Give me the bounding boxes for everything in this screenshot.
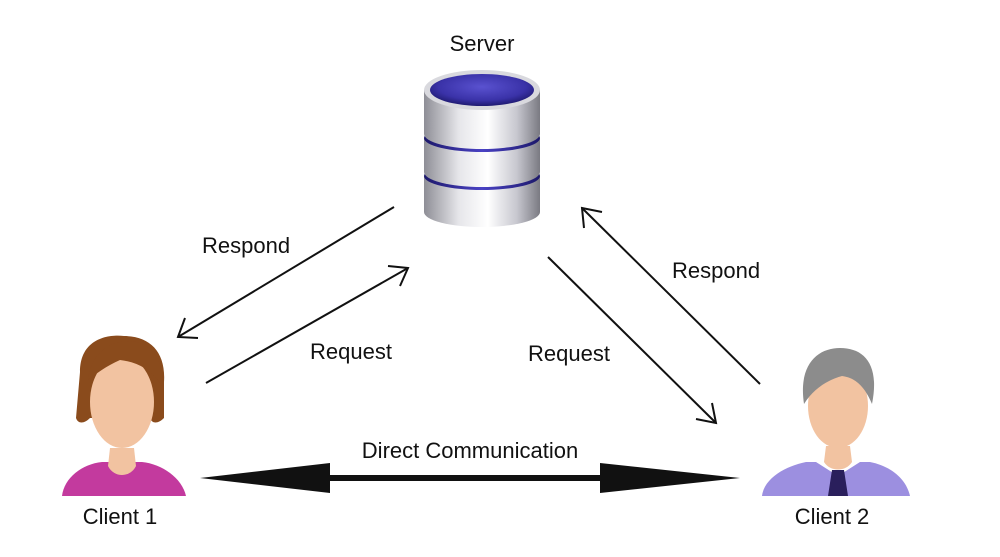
- arrow-server-to-client2: [547, 256, 718, 425]
- arrow-client2-to-server: [580, 206, 761, 385]
- edge-label-respond-right: Respond: [672, 258, 760, 283]
- client1-label: Client 1: [83, 504, 158, 529]
- client2-avatar: [762, 348, 910, 496]
- arrow-server-to-client1: [176, 206, 395, 339]
- server-label: Server: [450, 31, 515, 56]
- edge-label-respond-left: Respond: [202, 233, 290, 258]
- client2-label: Client 2: [795, 504, 870, 529]
- arrow-client1-to-server: [205, 265, 410, 384]
- client1-avatar: [62, 335, 186, 496]
- edge-label-request-left: Request: [310, 339, 392, 364]
- arrow-direct-communication: [200, 463, 740, 493]
- server-icon: [424, 70, 540, 227]
- edge-label-request-right: Request: [528, 341, 610, 366]
- edge-label-direct-communication: Direct Communication: [362, 438, 578, 463]
